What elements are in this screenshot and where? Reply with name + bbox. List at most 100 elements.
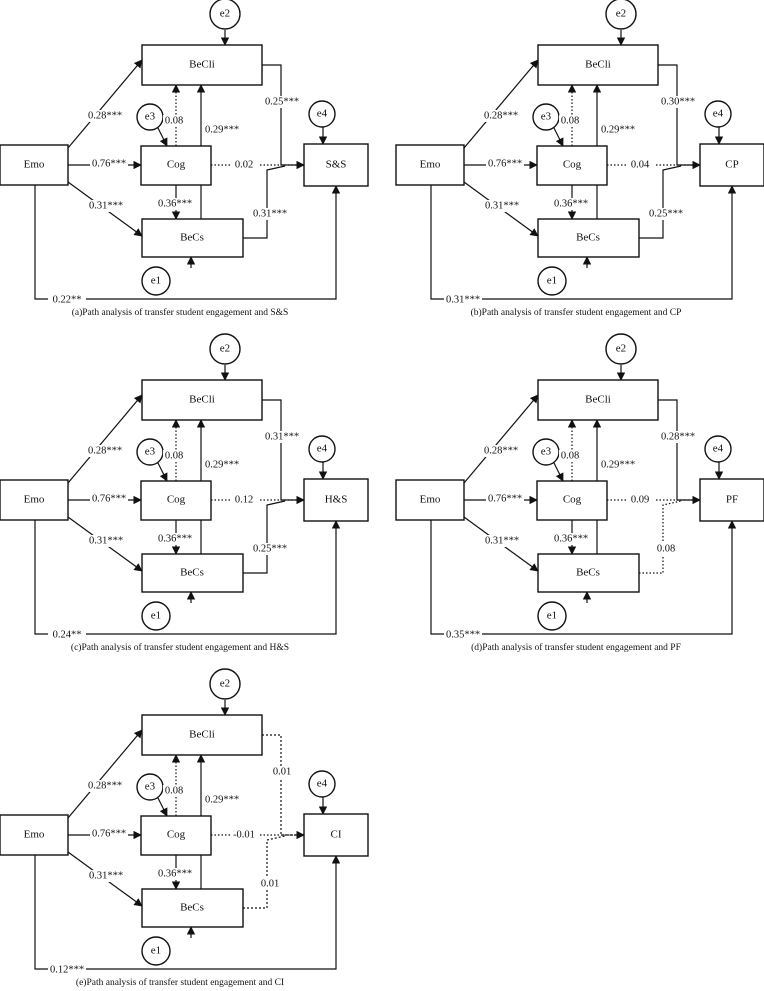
node-cog — [140, 480, 212, 521]
coef-becs-becli: 0.29*** — [205, 459, 239, 470]
node-e1 — [141, 601, 171, 631]
path-emo-becli — [463, 59, 539, 149]
node-outcome — [303, 813, 369, 857]
node-becli — [537, 44, 659, 86]
node-e4 — [308, 435, 336, 463]
node-cog — [536, 145, 608, 186]
coef-cog-becli: 0.08 — [165, 115, 183, 126]
path-emo-becli — [67, 394, 143, 484]
node-e2-label: e2 — [616, 8, 626, 20]
path-becli-out — [658, 399, 700, 501]
node-emo — [0, 144, 69, 186]
coef-emo-cog: 0.76*** — [488, 158, 522, 169]
node-e2 — [605, 333, 637, 365]
coef-becs-out: 0.01 — [261, 878, 279, 889]
coef-emo-becli: 0.28*** — [88, 110, 122, 121]
node-outcome-label: CP — [725, 159, 738, 171]
node-e2 — [209, 0, 241, 30]
node-e1-label: e1 — [151, 275, 161, 287]
coef-emo-becli: 0.28*** — [88, 780, 122, 791]
coef-becs-becli: 0.29*** — [601, 459, 635, 470]
node-cog-label: Cog — [167, 494, 186, 506]
node-cog — [140, 145, 212, 186]
node-e3-label: e3 — [145, 111, 156, 123]
node-becs-label: BeCs — [180, 232, 204, 244]
node-outcome — [303, 143, 369, 187]
coef-cog-becs: 0.36*** — [554, 198, 588, 209]
coef-cog-becli: 0.08 — [561, 450, 579, 461]
node-becli-label: BeCli — [189, 729, 215, 741]
node-e2 — [605, 0, 637, 30]
node-becs — [141, 553, 244, 593]
node-e1 — [141, 266, 171, 296]
coef-becs-out: 0.31*** — [253, 208, 287, 219]
coef-cog-out: 0.04 — [631, 159, 650, 170]
panel-caption: (b)Path analysis of transfer student eng… — [471, 307, 682, 318]
node-becs-label: BeCs — [576, 232, 600, 244]
coef-becs-out: 0.25*** — [649, 208, 683, 219]
node-e2-label: e2 — [616, 343, 626, 355]
node-e1-label: e1 — [151, 945, 161, 957]
path-e3-cog — [156, 795, 168, 817]
panel-caption: (d)Path analysis of transfer student eng… — [471, 642, 681, 653]
node-outcome — [699, 143, 764, 187]
path-becli-out — [262, 734, 304, 836]
node-becs-label: BeCs — [576, 567, 600, 579]
node-e4-label: e4 — [317, 443, 328, 455]
coef-cog-becli: 0.08 — [561, 115, 579, 126]
node-becli — [537, 379, 659, 421]
node-becli — [141, 379, 263, 421]
coef-emo-out: 0.31*** — [446, 294, 480, 305]
coef-becli-out: 0.31*** — [265, 431, 299, 442]
path-emo-out — [34, 184, 341, 300]
path-becs-out — [243, 835, 286, 909]
coef-emo-becli: 0.28*** — [88, 445, 122, 456]
node-outcome — [699, 478, 764, 522]
path-emo-out — [430, 184, 737, 300]
node-emo-label: Emo — [420, 159, 441, 171]
node-outcome-label: S&S — [326, 159, 347, 171]
coef-emo-out: 0.22** — [53, 294, 82, 305]
coef-emo-becs: 0.31*** — [485, 535, 519, 546]
node-e4 — [308, 770, 336, 798]
node-becs — [537, 218, 640, 258]
coef-becli-out: 0.01 — [273, 766, 291, 777]
node-e4-label: e4 — [713, 108, 724, 120]
node-cog — [140, 815, 212, 856]
node-emo — [0, 479, 69, 521]
node-e4 — [308, 100, 336, 128]
node-outcome-label: PF — [726, 494, 738, 506]
node-becs-label: BeCs — [180, 902, 204, 914]
node-outcome-label: H&S — [325, 494, 348, 506]
path-becs-out — [243, 165, 286, 239]
node-e1-label: e1 — [547, 610, 557, 622]
node-becli-label: BeCli — [189, 394, 215, 406]
coef-emo-becs: 0.31*** — [89, 870, 123, 881]
path-becli-out — [658, 64, 700, 166]
path-becs-out — [639, 165, 682, 239]
node-becs-label: BeCs — [180, 567, 204, 579]
node-becli — [141, 714, 263, 756]
node-cog-label: Cog — [563, 159, 582, 171]
node-e4 — [704, 435, 732, 463]
panel-caption: (a)Path analysis of transfer student eng… — [72, 307, 289, 318]
path-emo-becli — [67, 729, 143, 819]
node-becli — [141, 44, 263, 86]
node-becs — [537, 553, 640, 593]
panel-caption: (c)Path analysis of transfer student eng… — [71, 642, 289, 653]
path-emo-out — [430, 519, 737, 635]
path-emo-out — [34, 854, 341, 970]
coef-cog-becli: 0.08 — [165, 450, 183, 461]
node-e1 — [141, 936, 171, 966]
node-becs — [141, 218, 244, 258]
path-becli-out — [262, 64, 304, 166]
node-cog-label: Cog — [167, 159, 186, 171]
coef-cog-becs: 0.36*** — [158, 533, 192, 544]
node-cog — [536, 480, 608, 521]
node-emo-label: Emo — [24, 159, 45, 171]
coef-emo-out: 0.12*** — [50, 964, 84, 975]
